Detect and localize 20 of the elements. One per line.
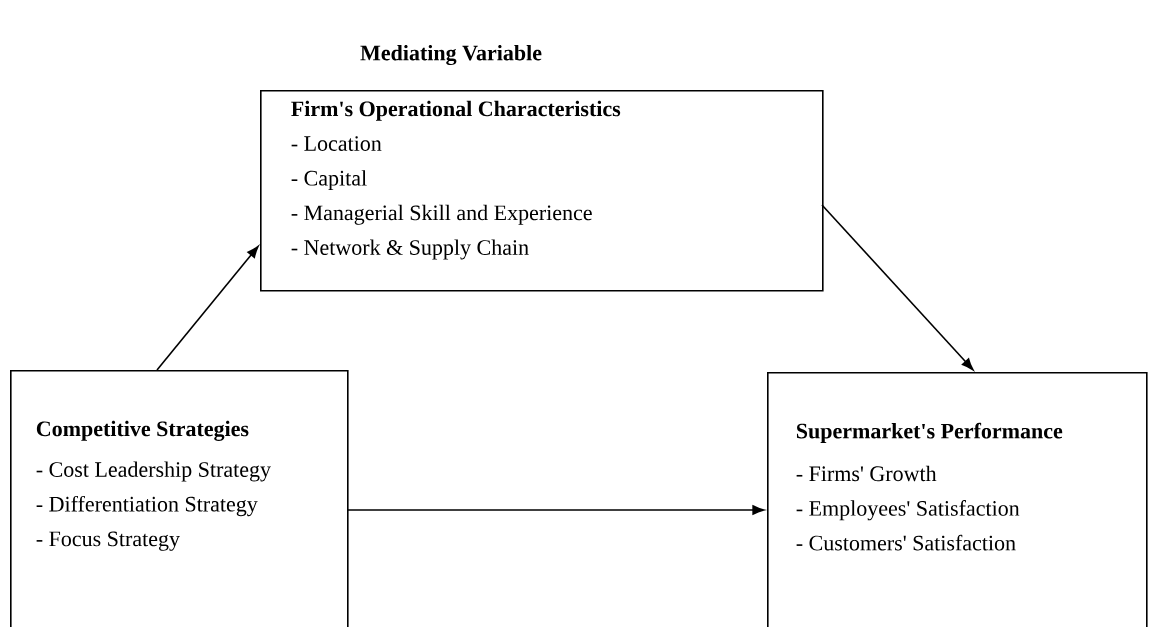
list-item: - Focus Strategy [36, 531, 180, 551]
box-heading: Competitive Strategies [36, 420, 249, 441]
box-heading: Firm's Operational Characteristics [291, 100, 621, 121]
box-heading: Supermarket's Performance [797, 422, 1063, 443]
list-item: - Differentiation Strategy [36, 495, 258, 517]
arrow [821, 204, 974, 371]
list-item: - Cost Leadership Strategy [36, 461, 271, 482]
list-item: - Managerial Skill and Experience [291, 204, 592, 225]
arrow [346, 505, 765, 515]
framed-box [260, 90, 824, 292]
list-item: - Capital [291, 170, 367, 191]
framed-box [10, 370, 349, 627]
framed-box [767, 372, 1148, 627]
title: Mediating Variable [360, 44, 542, 66]
list-item: - Employees' Satisfaction [796, 500, 1020, 521]
arrow [156, 245, 259, 371]
list-item: - Location [291, 136, 382, 151]
list-item: - Customers' Satisfaction [796, 534, 1016, 551]
list-item: - Network & Supply Chain [291, 239, 529, 260]
list-item: - Firms' Growth [796, 465, 937, 482]
